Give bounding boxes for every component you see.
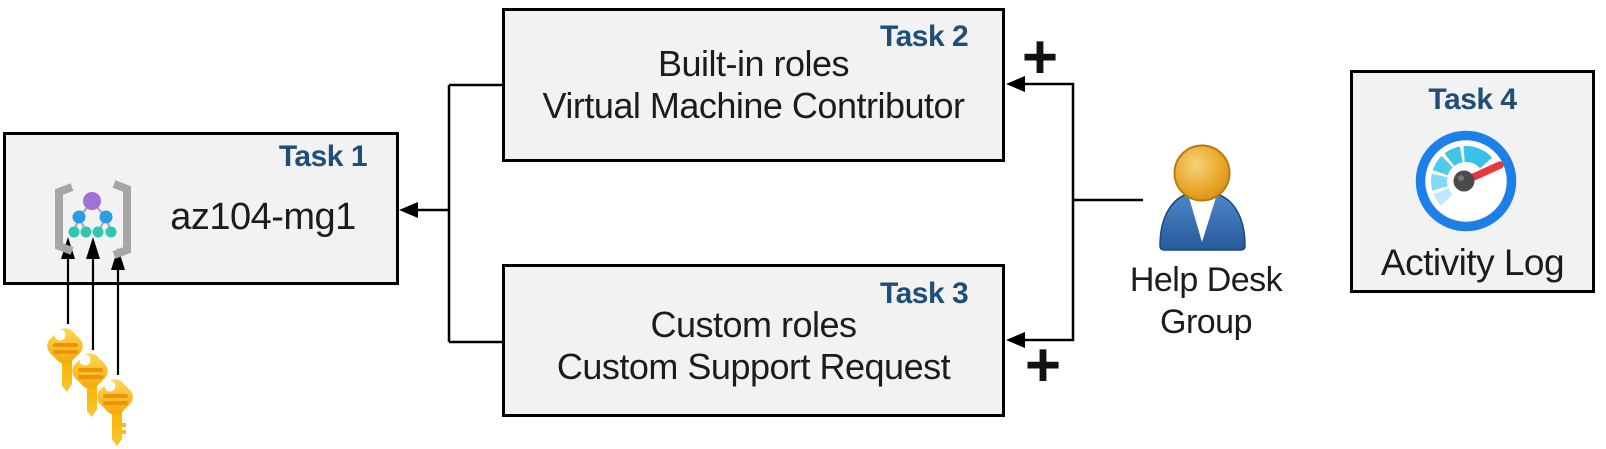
help-desk-label-line2: Group	[1160, 303, 1253, 341]
user-icon	[1159, 144, 1246, 251]
task1-label: Task 1	[278, 140, 368, 173]
plus-sign-task3: +	[1024, 331, 1062, 400]
task3-line1: Custom roles	[650, 304, 857, 345]
plus-sign-task2: +	[1021, 23, 1059, 92]
task2-line2: Virtual Machine Contributor	[542, 85, 965, 126]
task4-label: Task 4	[1428, 83, 1517, 116]
help-desk-group-label: Help Desk Group	[1100, 259, 1312, 343]
task3-line2: Custom Support Request	[556, 346, 951, 387]
task3-label: Task 3	[880, 277, 969, 310]
task2-label: Task 2	[880, 20, 969, 53]
task2-box	[502, 8, 1005, 162]
left-connector	[399, 83, 502, 344]
arrowhead-into-task1	[399, 202, 418, 218]
help-desk-label-line1: Help Desk	[1129, 261, 1283, 299]
task1-resource-name: az104-mg1	[170, 196, 356, 238]
arrowhead-into-task3	[1006, 332, 1025, 348]
task2-line1: Built-in roles	[657, 43, 850, 84]
activity-log-label: Activity Log	[1380, 242, 1565, 283]
task3-box	[502, 264, 1005, 417]
keys-icon	[47, 328, 133, 446]
